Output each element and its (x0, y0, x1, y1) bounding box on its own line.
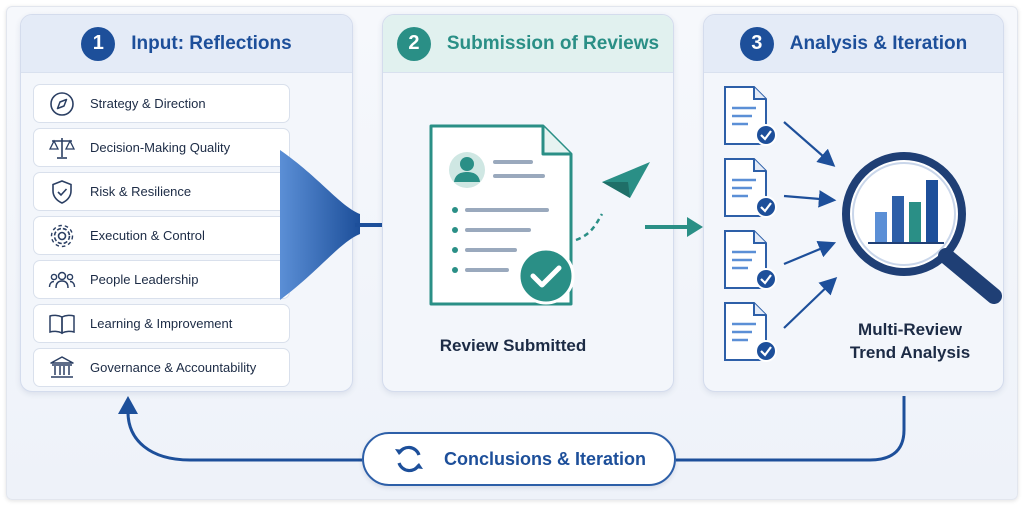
paper-plane-icon (575, 162, 650, 242)
step-1-badge: 1 (81, 26, 116, 61)
conclusions-label: Conclusions & Iteration (443, 448, 647, 469)
panel-input-reflections: 1 Input: Reflections Strategy & Directio… (20, 14, 353, 392)
reflection-label: People Leadership (90, 272, 199, 287)
review-doc-icon (724, 86, 777, 146)
refresh-cycle-icon (394, 445, 423, 473)
step-2-badge: 2 (396, 26, 431, 61)
trend-analysis-caption: Multi-Review Trend Analysis (820, 318, 1000, 364)
review-doc-icon (724, 158, 777, 218)
reflection-label: Risk & Resilience (90, 184, 192, 199)
review-doc-icon (724, 302, 777, 362)
magnifier-chart-icon (842, 152, 1002, 304)
reflection-label: Governance & Accountability (90, 360, 257, 375)
reflection-label: Execution & Control (90, 228, 205, 243)
reflection-label: Learning & Improvement (90, 316, 233, 331)
people-icon (48, 266, 76, 294)
gear-icon (48, 222, 76, 250)
check-badge-icon (517, 247, 575, 305)
reflection-item-learning: Learning & Improvement (33, 304, 290, 343)
compass-icon (48, 90, 76, 118)
reflection-item-strategy: Strategy & Direction (33, 84, 290, 123)
reflection-item-decision: Decision-Making Quality (33, 128, 290, 167)
trend-caption-line1: Multi-Review (858, 320, 962, 339)
converging-arrows (783, 121, 838, 329)
arrow-to-analysis (645, 217, 703, 237)
reflection-item-execution: Execution & Control (33, 216, 290, 255)
reflection-label: Strategy & Direction (90, 96, 206, 111)
reflection-label: Decision-Making Quality (90, 140, 231, 155)
review-submitted-caption: Review Submitted (439, 336, 587, 355)
scales-icon (48, 134, 76, 162)
shield-check-icon (48, 178, 76, 206)
step-2-title: Submission of Reviews (446, 32, 660, 54)
step-3-title: Analysis & Iteration (789, 32, 968, 54)
reflection-item-governance: Governance & Accountability (33, 348, 290, 387)
conclusions-iteration-pill: Conclusions & Iteration (362, 432, 676, 486)
panel-3-header: 3 Analysis & Iteration (704, 15, 1003, 73)
step-1-title: Input: Reflections (131, 32, 292, 54)
step-3-badge: 3 (739, 26, 774, 61)
review-doc-icon (724, 230, 777, 290)
open-book-icon (48, 310, 76, 338)
panel-1-header: 1 Input: Reflections (21, 15, 352, 73)
panel-2-header: 2 Submission of Reviews (383, 15, 673, 73)
reflection-item-people: People Leadership (33, 260, 290, 299)
funnel-shape (280, 150, 360, 300)
trend-caption-line2: Trend Analysis (849, 343, 971, 362)
reflection-item-risk: Risk & Resilience (33, 172, 290, 211)
institution-icon (48, 354, 76, 382)
